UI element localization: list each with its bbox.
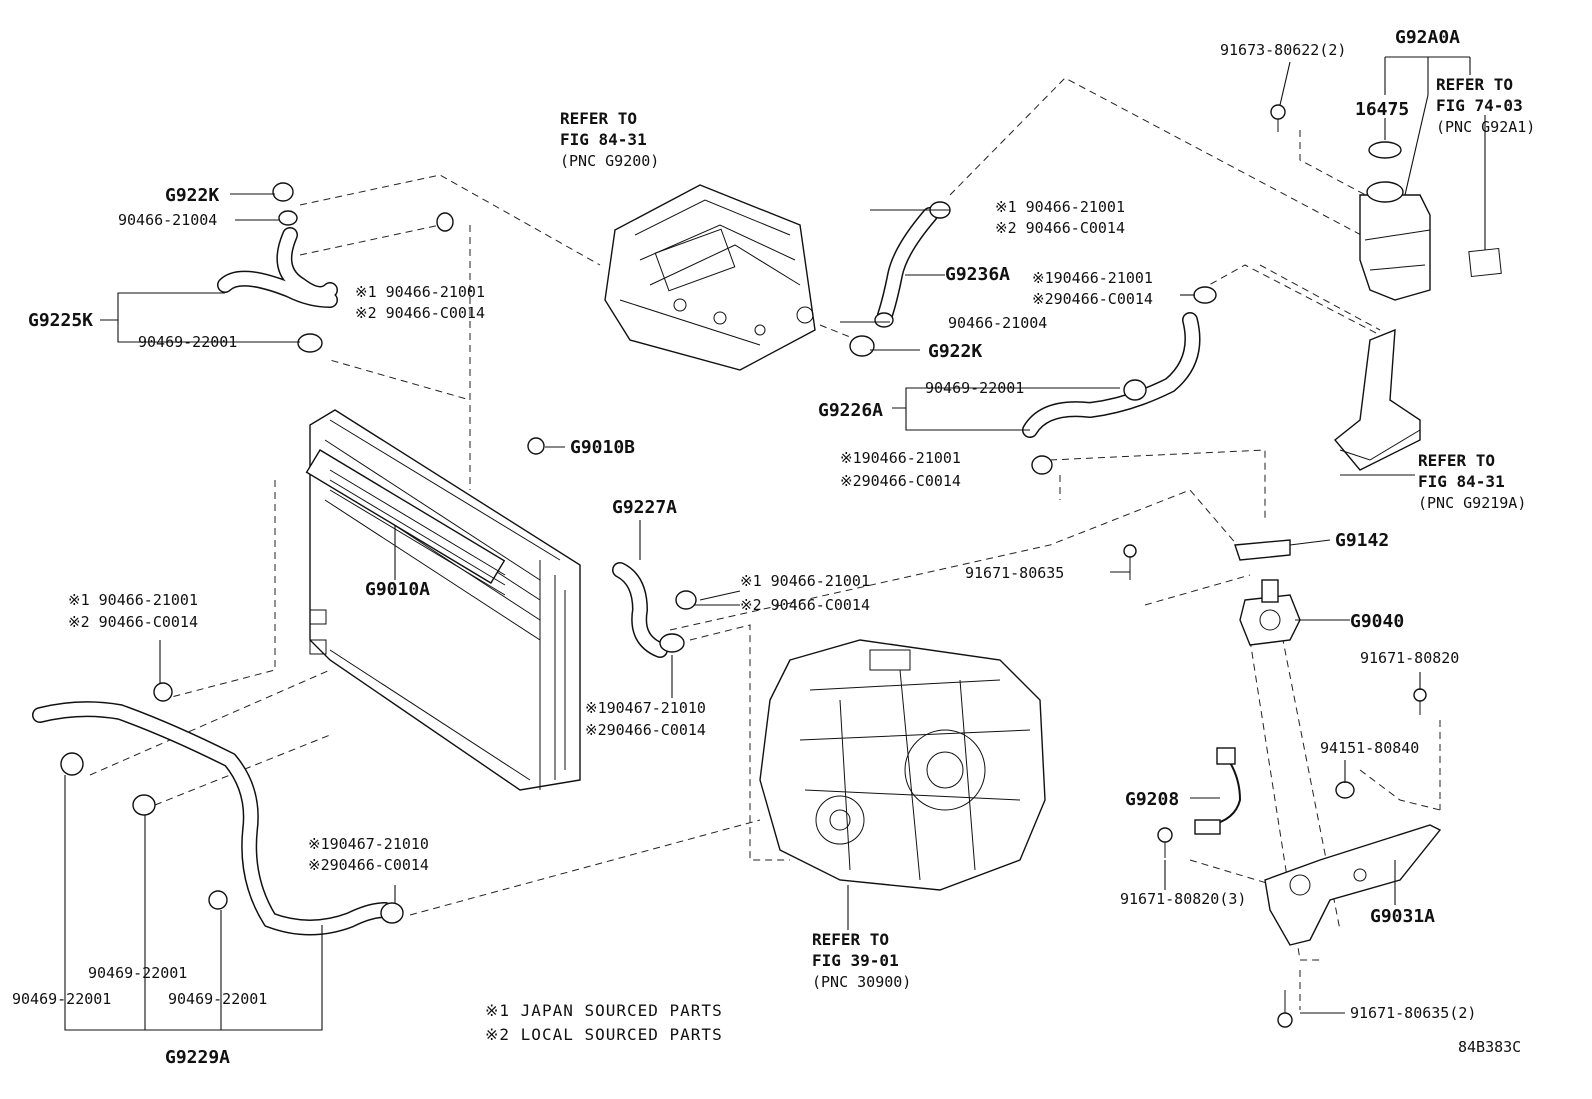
label-90466-21004-a: 90466-21004 — [118, 211, 217, 229]
label-g9227a: G9227A — [612, 497, 677, 518]
label-91671-80820-b: 91671-80820(3) — [1120, 890, 1246, 908]
leader-lines — [64, 56, 1486, 1031]
label-g92a0a: G92A0A — [1395, 27, 1460, 48]
label-g9031a: G9031A — [1370, 906, 1435, 927]
label-g9010a: G9010A — [365, 579, 430, 600]
label-g9236a: G9236A — [945, 264, 1010, 285]
label-note2-b: ※2 90466-C0014 — [995, 219, 1125, 237]
label-refer-84-31-a-1: REFER TO — [560, 109, 637, 128]
label-note1-h: ※190467-21010 — [308, 835, 429, 853]
label-refer-84-31-b-3: (PNC G9219A) — [1418, 494, 1526, 512]
label-90469-22001-d: 90469-22001 — [12, 990, 111, 1008]
water-pump-icon — [1234, 539, 1301, 646]
label-note2-f: ※2 90466-C0014 — [68, 613, 198, 631]
label-16475: 16475 — [1355, 99, 1409, 120]
label-g9208: G9208 — [1125, 789, 1179, 810]
label-g9040: G9040 — [1350, 611, 1404, 632]
label-90469-22001-a: 90469-22001 — [138, 333, 237, 351]
label-90466-21004-b: 90466-21004 — [948, 314, 1047, 332]
legend-local-sourced: ※2 LOCAL SOURCED PARTS — [485, 1025, 723, 1044]
label-g922k-b: G922K — [928, 341, 982, 362]
label-note1-f: ※1 90466-21001 — [68, 591, 198, 609]
labels: G92A0A 91673-80622(2) 16475 REFER TO FIG… — [12, 27, 1535, 1068]
label-g9225k: G9225K — [28, 310, 93, 331]
diagram-code: 84B383C — [1458, 1038, 1521, 1056]
label-90469-22001-b: 90469-22001 — [925, 379, 1024, 397]
legend-japan-sourced: ※1 JAPAN SOURCED PARTS — [485, 1001, 723, 1020]
transaxle-icon — [759, 639, 1046, 891]
label-91671-80820-a: 91671-80820 — [1360, 649, 1459, 667]
label-note2-c: ※290466-C0014 — [1032, 290, 1153, 308]
label-note2-a: ※2 90466-C0014 — [355, 304, 485, 322]
bracket-icon — [1264, 824, 1442, 946]
label-note1-c: ※190466-21001 — [1032, 269, 1153, 287]
label-refer-84-31-a-3: (PNC G9200) — [560, 152, 659, 170]
label-91673-80622: 91673-80622(2) — [1220, 41, 1346, 59]
label-g9226a: G9226A — [818, 400, 883, 421]
inverter-icon — [604, 184, 816, 371]
label-refer-74-03-c: (PNC G92A1) — [1436, 118, 1535, 136]
label-note2-d: ※290466-C0014 — [840, 472, 961, 490]
label-90469-22001-e: 90469-22001 — [168, 990, 267, 1008]
label-g9229a: G9229A — [165, 1047, 230, 1068]
label-refer-84-31-b-2: FIG 84-31 — [1418, 472, 1505, 491]
coolant-reservoir-icon — [1359, 141, 1502, 301]
label-94151-80840: 94151-80840 — [1320, 739, 1419, 757]
label-note1-d: ※190466-21001 — [840, 449, 961, 467]
label-g9010b: G9010B — [570, 437, 635, 458]
label-note2-g: ※290466-C0014 — [585, 721, 706, 739]
label-g922k-a: G922K — [165, 185, 219, 206]
radiator-icon — [305, 409, 581, 791]
label-91671-80635-b: 91671-80635(2) — [1350, 1004, 1476, 1022]
label-note1-b: ※1 90466-21001 — [995, 198, 1125, 216]
bolt-icon — [1123, 104, 1427, 1028]
hose-clamp-icon — [60, 182, 1355, 924]
label-note1-e: ※1 90466-21001 — [740, 572, 870, 590]
label-90469-22001-c: 90469-22001 — [88, 964, 187, 982]
hoses — [32, 207, 1242, 936]
label-refer-74-03-a: REFER TO — [1436, 75, 1513, 94]
label-note2-e: ※2 90466-C0014 — [740, 596, 870, 614]
label-note1-a: ※1 90466-21001 — [355, 283, 485, 301]
label-refer-39-01-a: REFER TO — [812, 930, 889, 949]
label-91671-80635-a: 91671-80635 — [965, 564, 1064, 582]
label-note2-h: ※290466-C0014 — [308, 856, 429, 874]
label-refer-84-31-b-1: REFER TO — [1418, 451, 1495, 470]
label-note1-g: ※190467-21010 — [585, 699, 706, 717]
label-refer-39-01-c: (PNC 30900) — [812, 973, 911, 991]
label-g9142: G9142 — [1335, 530, 1389, 551]
label-refer-39-01-b: FIG 39-01 — [812, 951, 899, 970]
label-refer-84-31-a-2: FIG 84-31 — [560, 130, 647, 149]
label-refer-74-03-b: FIG 74-03 — [1436, 96, 1523, 115]
bracket-icon — [1334, 328, 1421, 471]
